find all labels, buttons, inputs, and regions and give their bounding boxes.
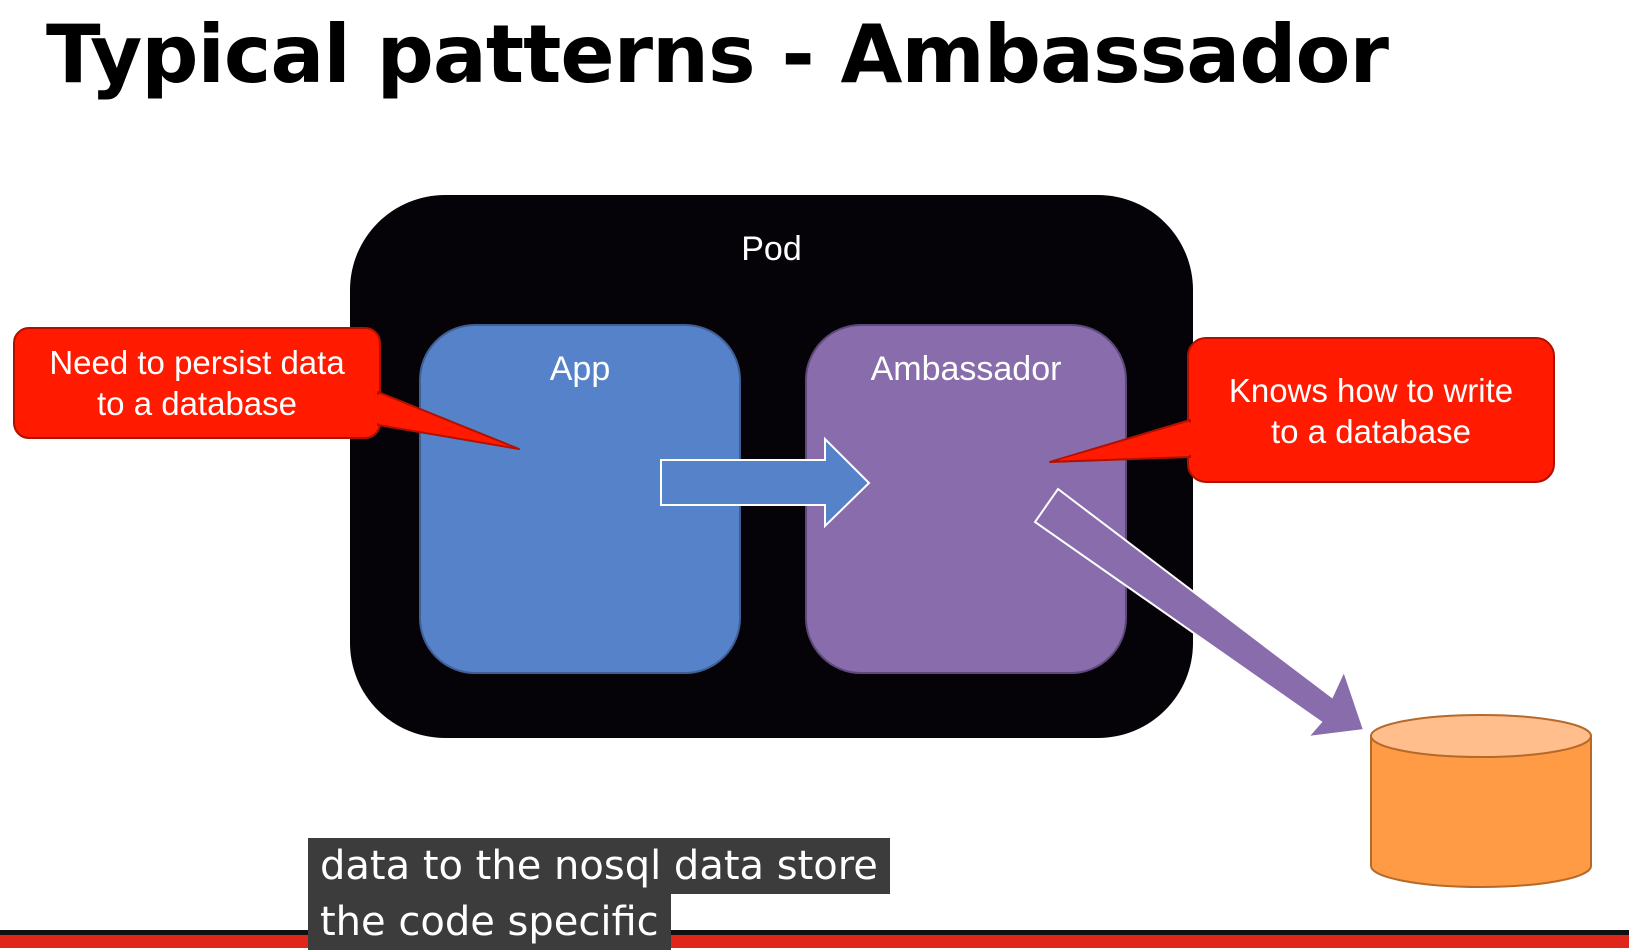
ambassador-to-database-arrow-icon	[1033, 487, 1366, 739]
app-label: App	[549, 350, 611, 388]
cylinder-database-icon	[1370, 714, 1592, 888]
caption-line-1: data to the nosql data store	[308, 838, 890, 894]
caption-line-2: the code specific	[308, 894, 671, 950]
callout-left	[13, 327, 520, 450]
callout-right	[1049, 337, 1555, 483]
bottom-dark-line	[0, 930, 1629, 935]
ambassador-label: Ambassador	[870, 350, 1062, 388]
pod-label: Pod	[741, 230, 802, 268]
app-to-ambassador-arrow-icon	[660, 436, 871, 529]
bottom-red-bar	[0, 933, 1629, 948]
callout-left-text: Need to persist data to a database	[49, 344, 345, 422]
callout-right-text: Knows how to write to a database	[1228, 372, 1514, 450]
slide-title: Typical patterns - Ambassador	[46, 8, 1389, 101]
